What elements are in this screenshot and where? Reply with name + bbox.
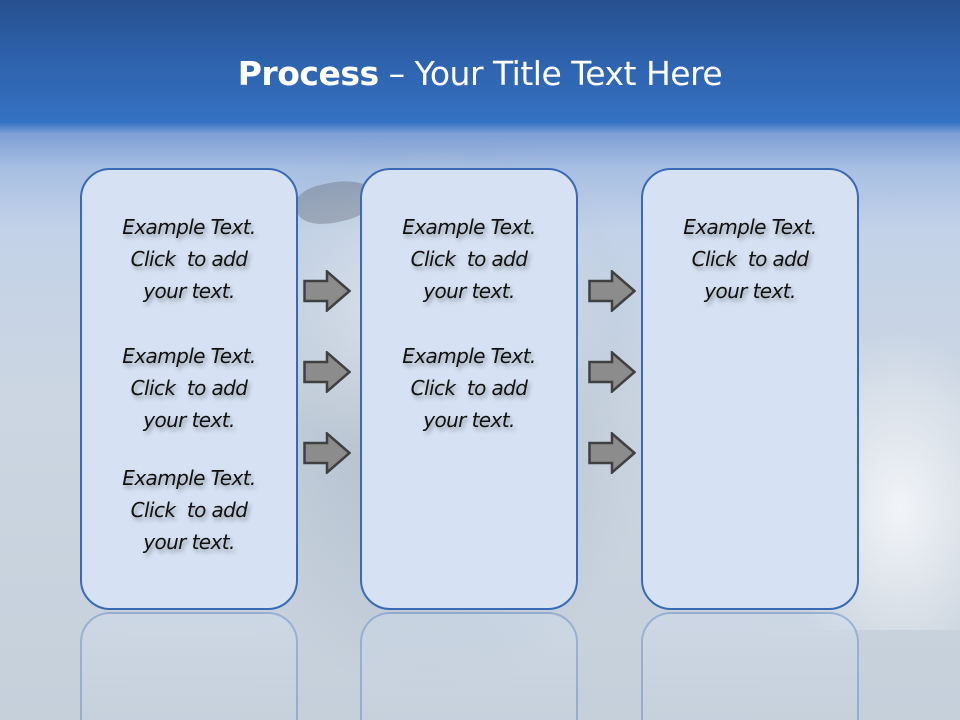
text-block[interactable]: Example Text. Click to add your text. bbox=[82, 340, 296, 436]
title-bold: Process bbox=[237, 54, 379, 93]
text-line: your text. bbox=[143, 279, 235, 303]
arrow-right-icon[interactable] bbox=[303, 270, 351, 312]
text-line: Example Text. bbox=[122, 215, 256, 239]
slide-title[interactable]: Process – Your Title Text Here bbox=[0, 52, 960, 96]
arrow-right-icon[interactable] bbox=[303, 351, 351, 393]
process-box-3[interactable]: Example Text. Click to add your text. bbox=[641, 168, 859, 610]
text-line: your text. bbox=[423, 408, 515, 432]
process-box-2[interactable]: Example Text. Click to add your text. Ex… bbox=[360, 168, 578, 610]
text-line: your text. bbox=[143, 530, 235, 554]
text-line: your text. bbox=[143, 408, 235, 432]
text-line: Click to add bbox=[410, 376, 528, 400]
text-block[interactable]: Example Text. Click to add your text. bbox=[362, 211, 576, 307]
box-reflection-2 bbox=[360, 612, 578, 720]
text-line: Click to add bbox=[130, 247, 248, 271]
text-line: Click to add bbox=[410, 247, 528, 271]
text-line: Example Text. bbox=[402, 215, 536, 239]
text-line: Example Text. bbox=[402, 344, 536, 368]
text-line: your text. bbox=[704, 279, 796, 303]
process-box-1[interactable]: Example Text. Click to add your text. Ex… bbox=[80, 168, 298, 610]
text-block[interactable]: Example Text. Click to add your text. bbox=[82, 462, 296, 558]
text-block[interactable]: Example Text. Click to add your text. bbox=[362, 340, 576, 436]
arrow-right-icon[interactable] bbox=[588, 432, 636, 474]
arrow-right-icon[interactable] bbox=[303, 432, 351, 474]
title-rest: – Your Title Text Here bbox=[378, 54, 723, 93]
text-line: Example Text. bbox=[683, 215, 817, 239]
text-line: Example Text. bbox=[122, 344, 256, 368]
box-reflection-1 bbox=[80, 612, 298, 720]
box-reflection-3 bbox=[641, 612, 859, 720]
text-line: Click to add bbox=[130, 498, 248, 522]
arrow-right-icon[interactable] bbox=[588, 351, 636, 393]
text-block[interactable]: Example Text. Click to add your text. bbox=[82, 211, 296, 307]
text-block[interactable]: Example Text. Click to add your text. bbox=[643, 211, 857, 307]
arrow-right-icon[interactable] bbox=[588, 270, 636, 312]
text-line: Click to add bbox=[130, 376, 248, 400]
text-line: Click to add bbox=[691, 247, 809, 271]
text-line: Example Text. bbox=[122, 466, 256, 490]
text-line: your text. bbox=[423, 279, 515, 303]
